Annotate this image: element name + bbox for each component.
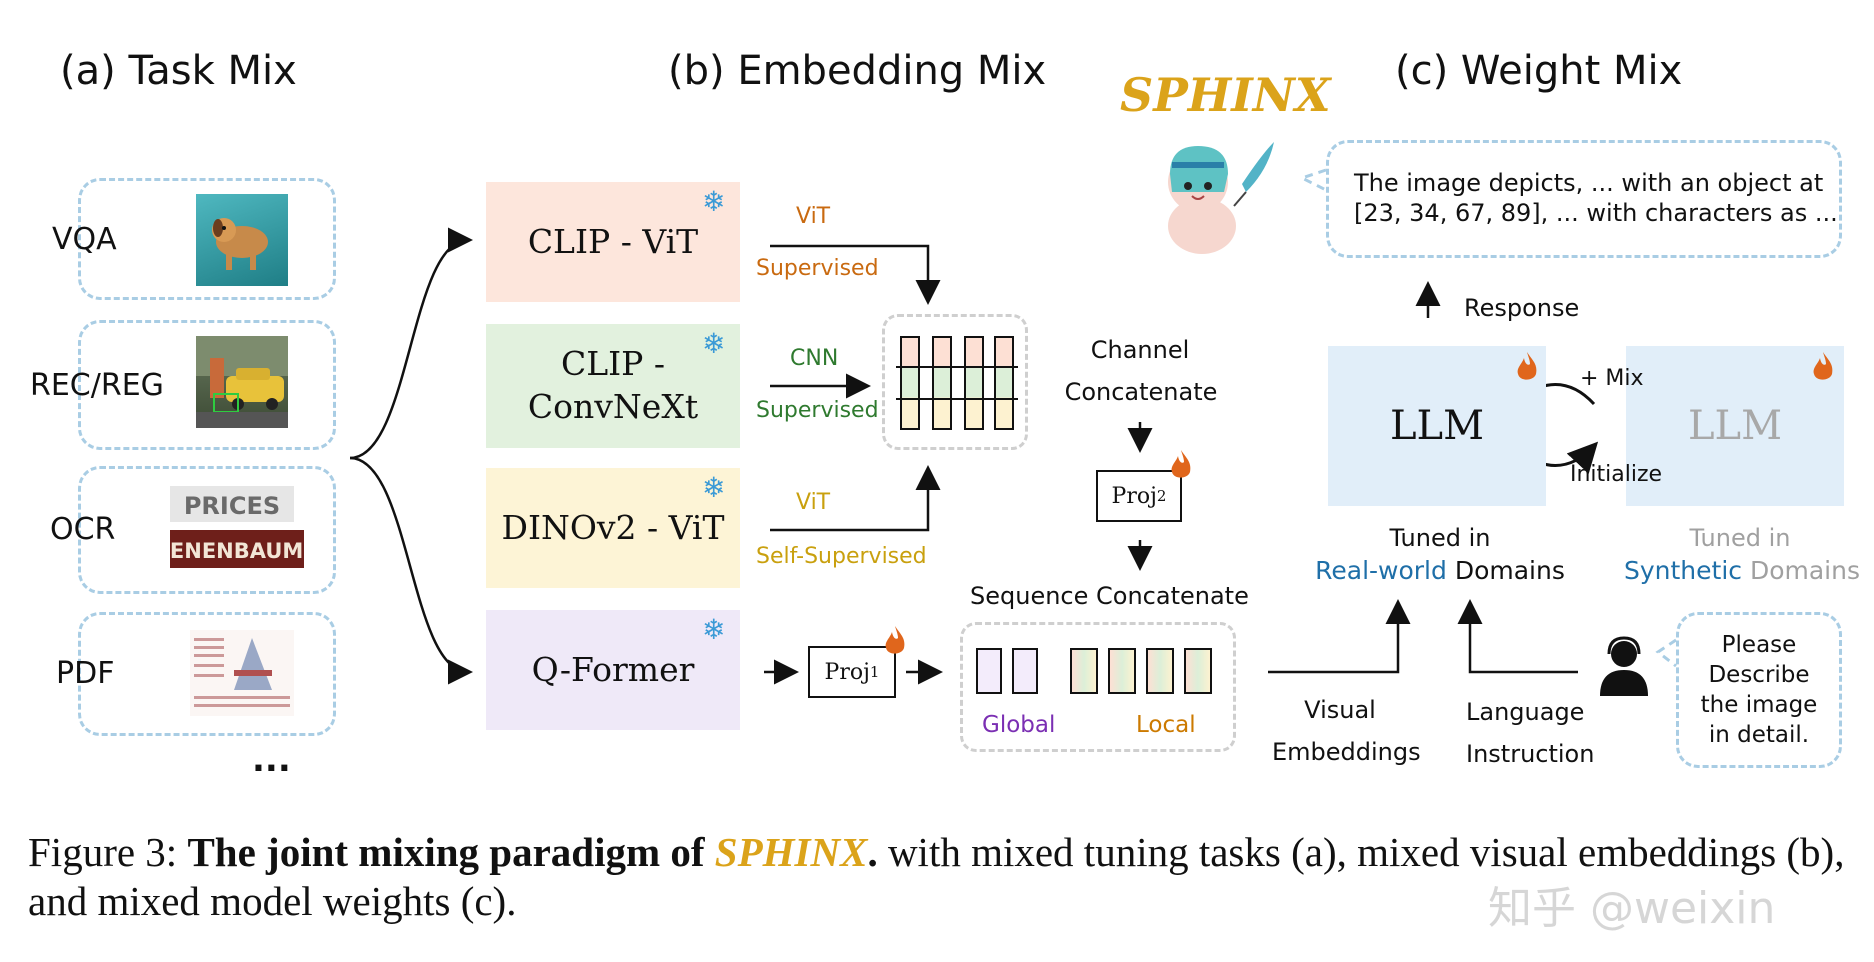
more-tasks-ellipsis: ... (252, 740, 291, 780)
channel-concat-block (882, 314, 1028, 450)
prices-sign-icon: PRICES (184, 492, 280, 520)
tenenbaums-sign-icon: TENENBAUMS (170, 539, 304, 563)
document-page-icon (194, 638, 290, 707)
tag-cnn: CNN (790, 346, 839, 371)
instruction-label: Instruction (1466, 740, 1595, 768)
real-world-text: Real-world (1315, 556, 1447, 585)
local-token (1184, 648, 1212, 694)
mix-label: + Mix (1580, 366, 1644, 391)
pdf-document-thumbnail (190, 630, 294, 716)
channel-concat-label-2: Concatenate (1064, 378, 1218, 406)
weight-mix-title: (c) Weight Mix (1395, 48, 1683, 94)
proj1-label: Proj (824, 659, 870, 685)
task-label-pdf: PDF (56, 656, 115, 691)
ocr-tenenbaums-thumbnail: TENENBAUMS (170, 530, 304, 568)
visual-label: Visual (1304, 696, 1376, 724)
caption-rest: with mixed tuning tasks (a), mixed visua… (28, 829, 1845, 925)
ocr-prices-thumbnail: PRICES (170, 486, 294, 522)
task-box-pdf (78, 612, 336, 736)
channel-concat-label-1: Channel (1090, 336, 1190, 364)
global-token (1012, 648, 1038, 694)
dog-icon (212, 218, 268, 270)
encoder-q-former: Q-Former (486, 610, 740, 730)
tuned-real-line2: Real-world Domains (1290, 556, 1590, 585)
global-token (976, 648, 1002, 694)
snowflake-icon: ❄ (702, 327, 726, 360)
encoder-dinov2-vit: DINOv2 - ViT (486, 468, 740, 588)
vqa-dog-thumbnail (196, 194, 288, 286)
global-label: Global (982, 712, 1056, 738)
feature-column (964, 336, 984, 430)
task-label-ocr: OCR (50, 512, 116, 547)
encoder-clip-vit: CLIP - ViT (486, 182, 740, 302)
task-label-rec-reg: REC/REG (30, 368, 164, 403)
llm-synthetic: LLM (1626, 346, 1844, 506)
sphinx-mascot-icon (1168, 142, 1274, 254)
task-box-ocr (78, 466, 336, 594)
proj1-subscript: 1 (869, 663, 880, 681)
embeddings-label: Embeddings (1272, 738, 1421, 766)
tag-supervised-1: Supervised (756, 256, 879, 281)
feature-column (994, 336, 1014, 430)
sequence-concat-label: Sequence Concatenate (970, 582, 1249, 610)
tag-supervised-2: Supervised (756, 398, 879, 423)
fire-icon (1517, 352, 1537, 380)
language-label: Language (1466, 698, 1585, 726)
rec-street-thumbnail (196, 336, 288, 428)
tuned-real-line1: Tuned in (1389, 524, 1491, 552)
task-label-vqa: VQA (52, 222, 117, 257)
tuned-syn-line1: Tuned in (1689, 524, 1791, 552)
taxi-icon (196, 336, 288, 428)
caption-bold-end: . (867, 829, 878, 875)
prompt-bubble (1676, 612, 1842, 768)
response-text: The image depicts, ... with an object at… (1354, 169, 1838, 227)
tag-vit-1: ViT (796, 204, 831, 229)
local-token (1146, 648, 1174, 694)
task-box-rec-reg (78, 320, 336, 450)
feature-column (900, 336, 920, 430)
local-token (1070, 648, 1098, 694)
snowflake-icon: ❄ (702, 471, 726, 504)
local-label: Local (1136, 712, 1196, 738)
proj2-subscript: 2 (1156, 487, 1167, 505)
caption-bold: The joint mixing paradigm of (187, 829, 715, 875)
local-token (1108, 648, 1136, 694)
task-mix-title: (a) Task Mix (60, 48, 297, 94)
caption-sphinx: SPHINX (714, 829, 868, 875)
encoder-clip-convnext: CLIP - ConvNeXt (486, 324, 740, 448)
snowflake-icon: ❄ (702, 613, 726, 646)
response-label: Response (1464, 294, 1580, 322)
domains-text: Domains (1742, 556, 1860, 585)
prompt-text: Please Describe the image in detail. (1700, 632, 1818, 748)
snowflake-icon: ❄ (702, 185, 726, 218)
fire-icon (1171, 450, 1191, 478)
response-bubble (1326, 140, 1842, 258)
feature-divider (896, 366, 1018, 368)
user-headset-icon (1600, 636, 1648, 696)
embedding-mix-title: (b) Embedding Mix (668, 48, 1047, 94)
watermark: 知乎 @weixin (1488, 883, 1776, 934)
fire-icon (1813, 352, 1833, 380)
sphinx-logo-text: SPHINX (1120, 68, 1331, 122)
tuned-syn-line2: Synthetic Domains (1594, 556, 1874, 585)
synthetic-text: Synthetic (1623, 556, 1743, 585)
fire-icon (885, 626, 905, 654)
task-box-vqa (78, 178, 336, 300)
caption-prefix: Figure 3: (28, 829, 188, 875)
llm-real-world: LLM (1328, 346, 1546, 506)
domains-text: Domains (1446, 556, 1565, 585)
feature-column (932, 336, 952, 430)
tag-vit-2: ViT (796, 490, 831, 515)
sequence-concat-block (960, 622, 1236, 752)
proj2-label: Proj (1111, 483, 1157, 509)
initialize-label: Initialize (1570, 462, 1663, 487)
svg-text:TENENBAUMS: TENENBAUMS (170, 539, 304, 563)
feature-divider (896, 398, 1018, 400)
tag-self-supervised: Self-Supervised (756, 544, 927, 569)
figure-caption: Figure 3: The joint mixing paradigm of S… (28, 828, 1848, 926)
svg-text:PRICES: PRICES (184, 492, 280, 520)
